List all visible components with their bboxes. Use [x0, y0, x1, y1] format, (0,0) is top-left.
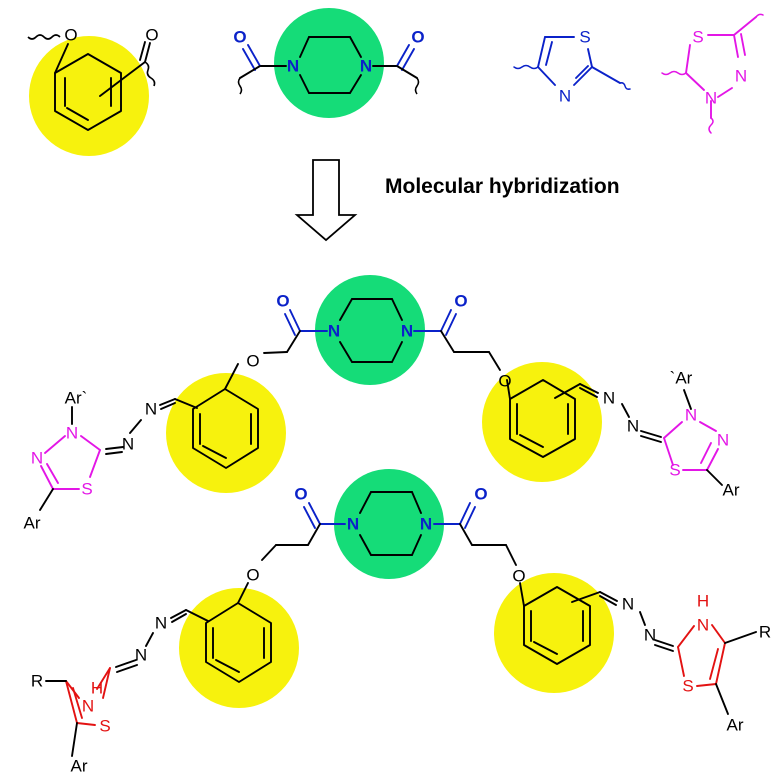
atom-S: S [81, 480, 92, 499]
atom-S: S [669, 461, 680, 480]
phenyl-highlight-circle [482, 362, 602, 482]
atom-O: O [64, 26, 77, 45]
phenyl-highlight-circle [166, 373, 286, 493]
hollow-down-arrow-icon [294, 159, 358, 242]
hybrid-thiadiazole: N N O O O O N N N N S Ar` Ar N N N N S `… [24, 275, 740, 533]
atom-N: N [603, 389, 615, 408]
atom-N: N [360, 57, 372, 76]
piperazine-highlight-circle [334, 469, 444, 579]
phenyl-highlight-circle [494, 573, 614, 693]
aryl-substituent-label: Ar [723, 481, 740, 500]
atom-N: N [66, 424, 78, 443]
atom-N: N [685, 406, 697, 425]
aryl-substituent-label: Ar [727, 716, 744, 735]
atom-O: O [454, 292, 467, 311]
fragment-thiazole: S N [513, 28, 631, 106]
atom-N: N [622, 595, 634, 614]
atom-N: N [328, 322, 340, 341]
atom-N: N [717, 431, 729, 450]
atom-O: O [233, 28, 246, 47]
aryl-substituent-label: Ar [24, 514, 41, 533]
atom-N: N [697, 616, 709, 635]
atom-S: S [99, 717, 110, 736]
atom-N: N [31, 449, 43, 468]
atom-O: O [498, 372, 511, 391]
atom-H: H [91, 679, 103, 698]
atom-S: S [692, 28, 703, 47]
atom-S: S [682, 677, 693, 696]
r-substituent-label: R [759, 623, 771, 642]
atom-N: N [420, 515, 432, 534]
atom-O: O [512, 567, 525, 586]
atom-O: O [411, 28, 424, 47]
fragment-piperazine-diamide: N N O O [233, 8, 425, 118]
atom-N: N [347, 515, 359, 534]
atom-O: O [145, 26, 158, 45]
atom-N: N [122, 435, 134, 454]
atom-N: N [287, 57, 299, 76]
atom-O: O [276, 292, 289, 311]
atom-O: O [294, 485, 307, 504]
aryl-substituent-label: Ar` [65, 389, 88, 408]
atom-N: N [401, 322, 413, 341]
atom-O: O [246, 566, 259, 585]
atom-S: S [579, 28, 590, 47]
aryl-substituent-label: Ar [71, 757, 88, 776]
piperazine-highlight-circle [274, 8, 384, 118]
atom-N: N [705, 89, 717, 108]
fragment-thiadiazole: S N N [661, 13, 764, 134]
scheme-title: Molecular hybridization [385, 175, 620, 198]
phenyl-highlight-circle [179, 588, 299, 708]
atom-N: N [82, 697, 94, 716]
hybrid-thiazole: N N O O O O N N H N S R Ar N N H N S R A… [31, 469, 771, 776]
atom-N: N [559, 87, 571, 106]
piperazine-highlight-circle [315, 275, 425, 385]
r-substituent-label: R [31, 672, 43, 691]
atom-N: N [735, 67, 747, 86]
atom-N: N [627, 417, 639, 436]
atom-H: H [697, 592, 709, 611]
atom-O: O [246, 352, 259, 371]
atom-N: N [155, 614, 167, 633]
atom-N: N [135, 646, 147, 665]
atom-O: O [474, 485, 487, 504]
atom-N: N [644, 626, 656, 645]
aryl-substituent-label: `Ar [670, 369, 693, 388]
fragment-aryloxy-carbonyl: O O [27, 26, 159, 156]
atom-N: N [145, 400, 157, 419]
